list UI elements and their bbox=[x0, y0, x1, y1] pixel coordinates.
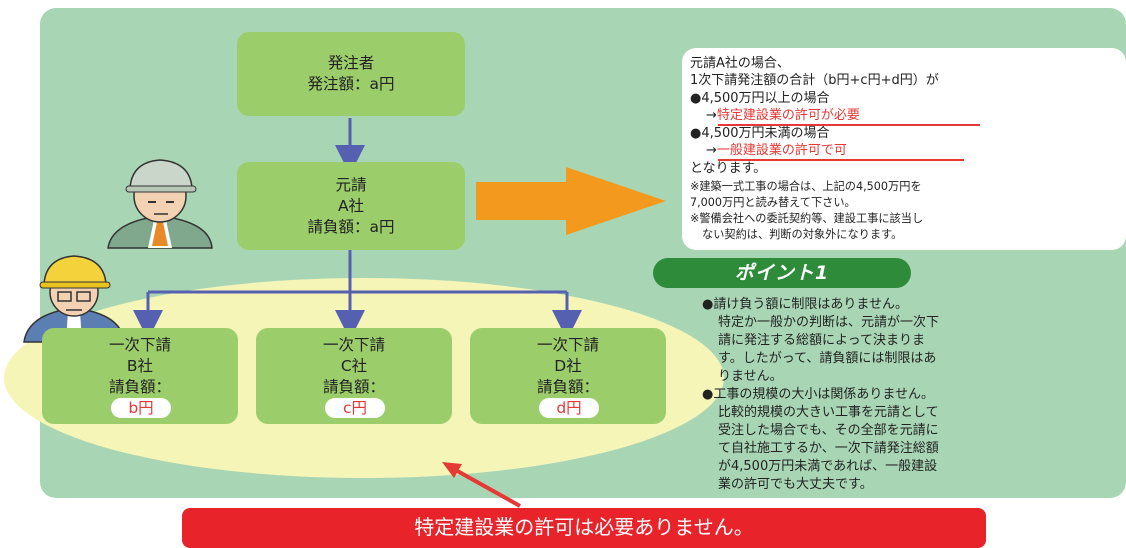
underline-general bbox=[718, 159, 964, 161]
red-pointer-arrow bbox=[451, 466, 521, 508]
note-line-2: 1次下請発注額の合計（b円+c円+d円）が bbox=[690, 73, 939, 88]
sub-d-company: D社 bbox=[554, 356, 582, 375]
note-line-9: 7,000万円と読み替えて下さい。 bbox=[690, 196, 856, 209]
client-title: 発注者 bbox=[327, 54, 375, 72]
client-box: 発注者 発注額：a円 bbox=[237, 32, 465, 116]
point-line-7: 比較的規模の大きい工事を元請として bbox=[718, 405, 939, 420]
point-line-1: ●請け負う額に制限はありません。 bbox=[702, 297, 908, 312]
point-line-6: ●工事の規模の大小は関係ありません。 bbox=[702, 387, 934, 402]
sub-b-title: 一次下請 bbox=[108, 335, 171, 354]
point-line-2: 特定か一般かの判断は、元請が一次下 bbox=[718, 315, 940, 330]
general-permit-ok: 一般建設業の許可で可 bbox=[716, 143, 847, 158]
note-line-4: →特定建設業の許可が必要 bbox=[706, 108, 860, 123]
note-line-8: ※建築一式工事の場合は、上記の4,500万円を bbox=[690, 180, 922, 193]
conclusion-banner: 特定建設業の許可は必要ありません。 bbox=[182, 508, 986, 548]
note-line-6: →一般建設業の許可で可 bbox=[706, 143, 847, 158]
point-line-11: 業の許可でも大丈夫です。 bbox=[718, 477, 873, 492]
subcontractor-box-b: 一次下請 B社 請負額：b円 bbox=[42, 328, 238, 424]
sub-d-label: 請負額： bbox=[536, 377, 599, 396]
prime-contractor-box: 元請 A社 請負額：a円 bbox=[237, 162, 465, 250]
note-line-5: ●4,500万円未満の場合 bbox=[690, 126, 830, 141]
point-line-10: が4,500万円未満であれば、一般建設 bbox=[718, 459, 938, 474]
note-line-10: ※警備会社への委託契約等、建設工事に該当し bbox=[690, 212, 924, 225]
worker-yellow-helmet-icon bbox=[23, 255, 125, 343]
connector-layer bbox=[23, 118, 666, 508]
sub-c-label: 請負額： bbox=[322, 377, 385, 396]
note-line-7: となります。 bbox=[690, 161, 767, 176]
prime-amount: 請負額：a円 bbox=[307, 217, 395, 236]
subcontractor-box-d: 一次下請 D社 請負額：d円 bbox=[470, 328, 666, 424]
subcontractor-box-c: 一次下請 C社 請負額：c円 bbox=[256, 328, 452, 424]
sub-d-amount: d円 bbox=[538, 397, 599, 418]
underline-specific bbox=[718, 124, 980, 126]
sub-d-title: 一次下請 bbox=[536, 335, 599, 354]
sub-c-title: 一次下請 bbox=[322, 335, 385, 354]
note-line-3: ●4,500万円以上の場合 bbox=[690, 91, 830, 106]
sub-c-company: C社 bbox=[340, 356, 368, 375]
prime-company: A社 bbox=[337, 196, 365, 215]
point-line-8: 受注した場合でも、その全部を元請に bbox=[718, 423, 939, 438]
point-line-9: て自社施工するか、一次下請発注総額 bbox=[718, 441, 939, 456]
client-amount: 発注額：a円 bbox=[307, 75, 395, 93]
prime-title: 元請 bbox=[335, 175, 367, 194]
sub-b-company: B社 bbox=[126, 356, 154, 375]
point-line-5: りません。 bbox=[718, 369, 783, 384]
point-line-4: す。したがって、請負額には制限はあ bbox=[718, 351, 937, 366]
point-line-3: 請に発注する総額によって決まりま bbox=[718, 333, 925, 348]
orange-arrow bbox=[476, 167, 666, 235]
sub-b-label: 請負額： bbox=[108, 377, 171, 396]
sub-b-amount: b円 bbox=[110, 397, 171, 418]
note-line-11: ない契約は、判断の対象外になります。 bbox=[702, 228, 903, 241]
sub-c-amount: c円 bbox=[324, 397, 385, 418]
worker-green-helmet-icon bbox=[107, 159, 213, 249]
specific-permit-required: 特定建設業の許可が必要 bbox=[716, 108, 860, 123]
note-line-1: 元請A社の場合、 bbox=[690, 56, 790, 71]
explanation-note: 元請A社の場合、 1次下請発注額の合計（b円+c円+d円）が ●4,500万円以… bbox=[682, 48, 1126, 250]
point-1-badge: ポイント1 bbox=[653, 258, 911, 288]
